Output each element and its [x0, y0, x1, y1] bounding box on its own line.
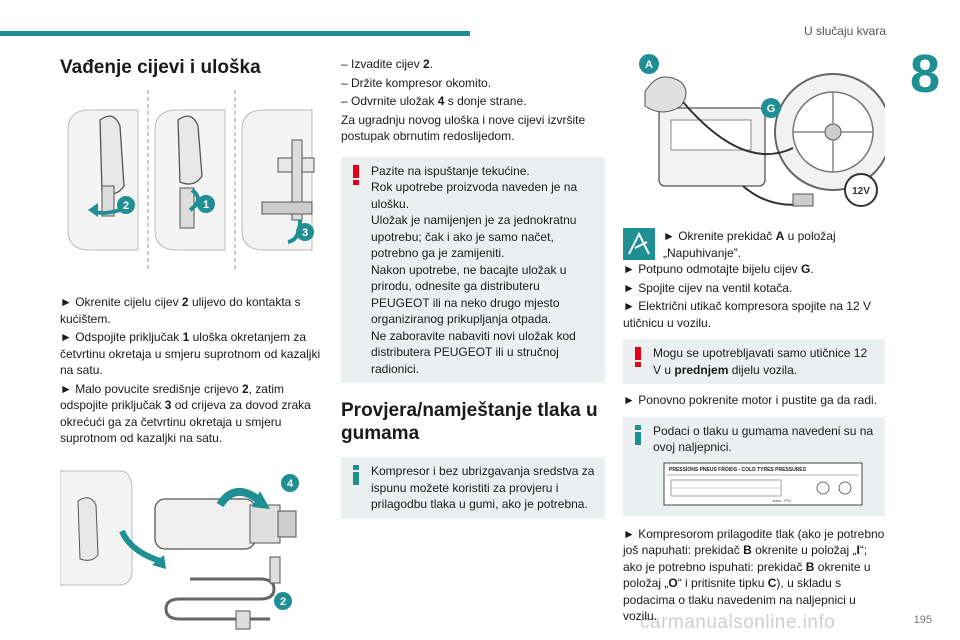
section-heading-removal: Vađenje cijevi i uloška [60, 57, 261, 78]
label-unit: bars - PSI [773, 498, 791, 503]
step: ► Spojite cijev na ventil kotača. [623, 280, 793, 295]
label-badge-text: 1 [203, 199, 209, 211]
step: – Odvrnite uložak 4 s donje strane. [341, 94, 527, 108]
warning-line: Ne zaboravite nabaviti novi uložak kod d… [371, 328, 576, 376]
info-icon [353, 465, 359, 485]
warning-icon [353, 164, 359, 185]
step: – Držite kompresor okomito. [341, 75, 492, 90]
step: ► Odspojite priključak 1 uloška okretanj… [60, 330, 321, 377]
step: Za ugradnju novog uloška i nove cijevi i… [341, 112, 586, 144]
label-badge-text: A [645, 59, 653, 71]
page-number: 195 [913, 614, 932, 626]
step: ► Ponovno pokrenite motor i pustite ga d… [623, 393, 878, 407]
section-heading-pressure: Provjera/namještanje tlaka u gumama [341, 400, 598, 444]
warning-box: Pazite na ispuštanje tekućine. Rok upotr… [341, 156, 605, 383]
figure-hose-removal: 2 1 3 [60, 90, 322, 272]
label-badge [761, 98, 781, 118]
label-badge-text: 3 [302, 227, 308, 239]
warning-line: Pazite na ispuštanje tekućine. [371, 163, 530, 178]
label-badge [639, 54, 659, 74]
label-badge-text: 4 [287, 478, 294, 490]
label-badge [274, 591, 292, 610]
tyre-pressure-label: PRESSIONS PNEUS FROIDS - COLD TYRES PRES… [663, 462, 863, 505]
removal-steps: ► Okrenite cijelu cijev 2 ulijevo do kon… [60, 294, 322, 447]
label-badge [296, 223, 314, 241]
info-box: Kompresor i bez ubrizgavanja sredstva za… [341, 457, 605, 519]
label-badge [197, 195, 215, 213]
label-badge-text: 2 [280, 596, 286, 608]
step: ► Električni utikač kompresora spojite n… [623, 299, 871, 330]
label-badge-text: 2 [123, 200, 129, 212]
inflate-mode-icon [623, 228, 655, 260]
column-1: Vađenje cijevi i uloška 2 1 3 ► Okrenite… [60, 56, 322, 631]
header-accent-bar [0, 31, 470, 36]
chapter-title: U slučaju kvara [803, 24, 886, 38]
warning-line: Rok upotrebe proizvoda naveden je na ulo… [371, 180, 578, 211]
warning-box: Mogu se upotrebljavati samo utičnice 12 … [623, 339, 885, 384]
label-badge [281, 473, 299, 492]
info-box: Podaci o tlaku u gumama navedeni su na o… [623, 416, 885, 516]
step: ► Potpuno odmotajte bijelu cijev G. [623, 262, 814, 276]
info-icon [635, 424, 641, 445]
label-badge-text: G [767, 103, 776, 115]
warning-icon [635, 347, 641, 367]
step: ► Malo povucite središnje crijevo 2, zat… [60, 381, 311, 446]
warning-line: Nakon upotrebe, ne bacajte uložak u prir… [371, 262, 567, 327]
step-switch-a: ► Okrenite prekidač A u položaj „Napuhiv… [623, 228, 885, 261]
figure-compressor-setup: 12V A G [623, 52, 885, 218]
step: – Izvadite cijev 2. [341, 57, 434, 71]
final-step: ► Kompresorom prilagodite tlak (ako je p… [623, 526, 885, 624]
column-3: 12V A G ► Okrenite prekidač A u položaj … [623, 52, 885, 627]
column-2: – Izvadite cijev 2. – Držite kompresor o… [341, 56, 605, 527]
label-badge [117, 196, 135, 214]
warning-line: Uložak je namijenjen je za jednokratnu u… [371, 213, 577, 260]
step: ► Okrenite cijelu cijev 2 ulijevo do kon… [60, 295, 301, 326]
chapter-number: 8 [909, 44, 941, 104]
label-title: PRESSIONS PNEUS FROIDS - COLD TYRES PRES… [669, 467, 807, 473]
socket-label: 12V [852, 186, 870, 197]
watermark: carmanualsonline.info [640, 612, 836, 633]
figure-cartridge-removal: 4 2 [60, 460, 322, 631]
